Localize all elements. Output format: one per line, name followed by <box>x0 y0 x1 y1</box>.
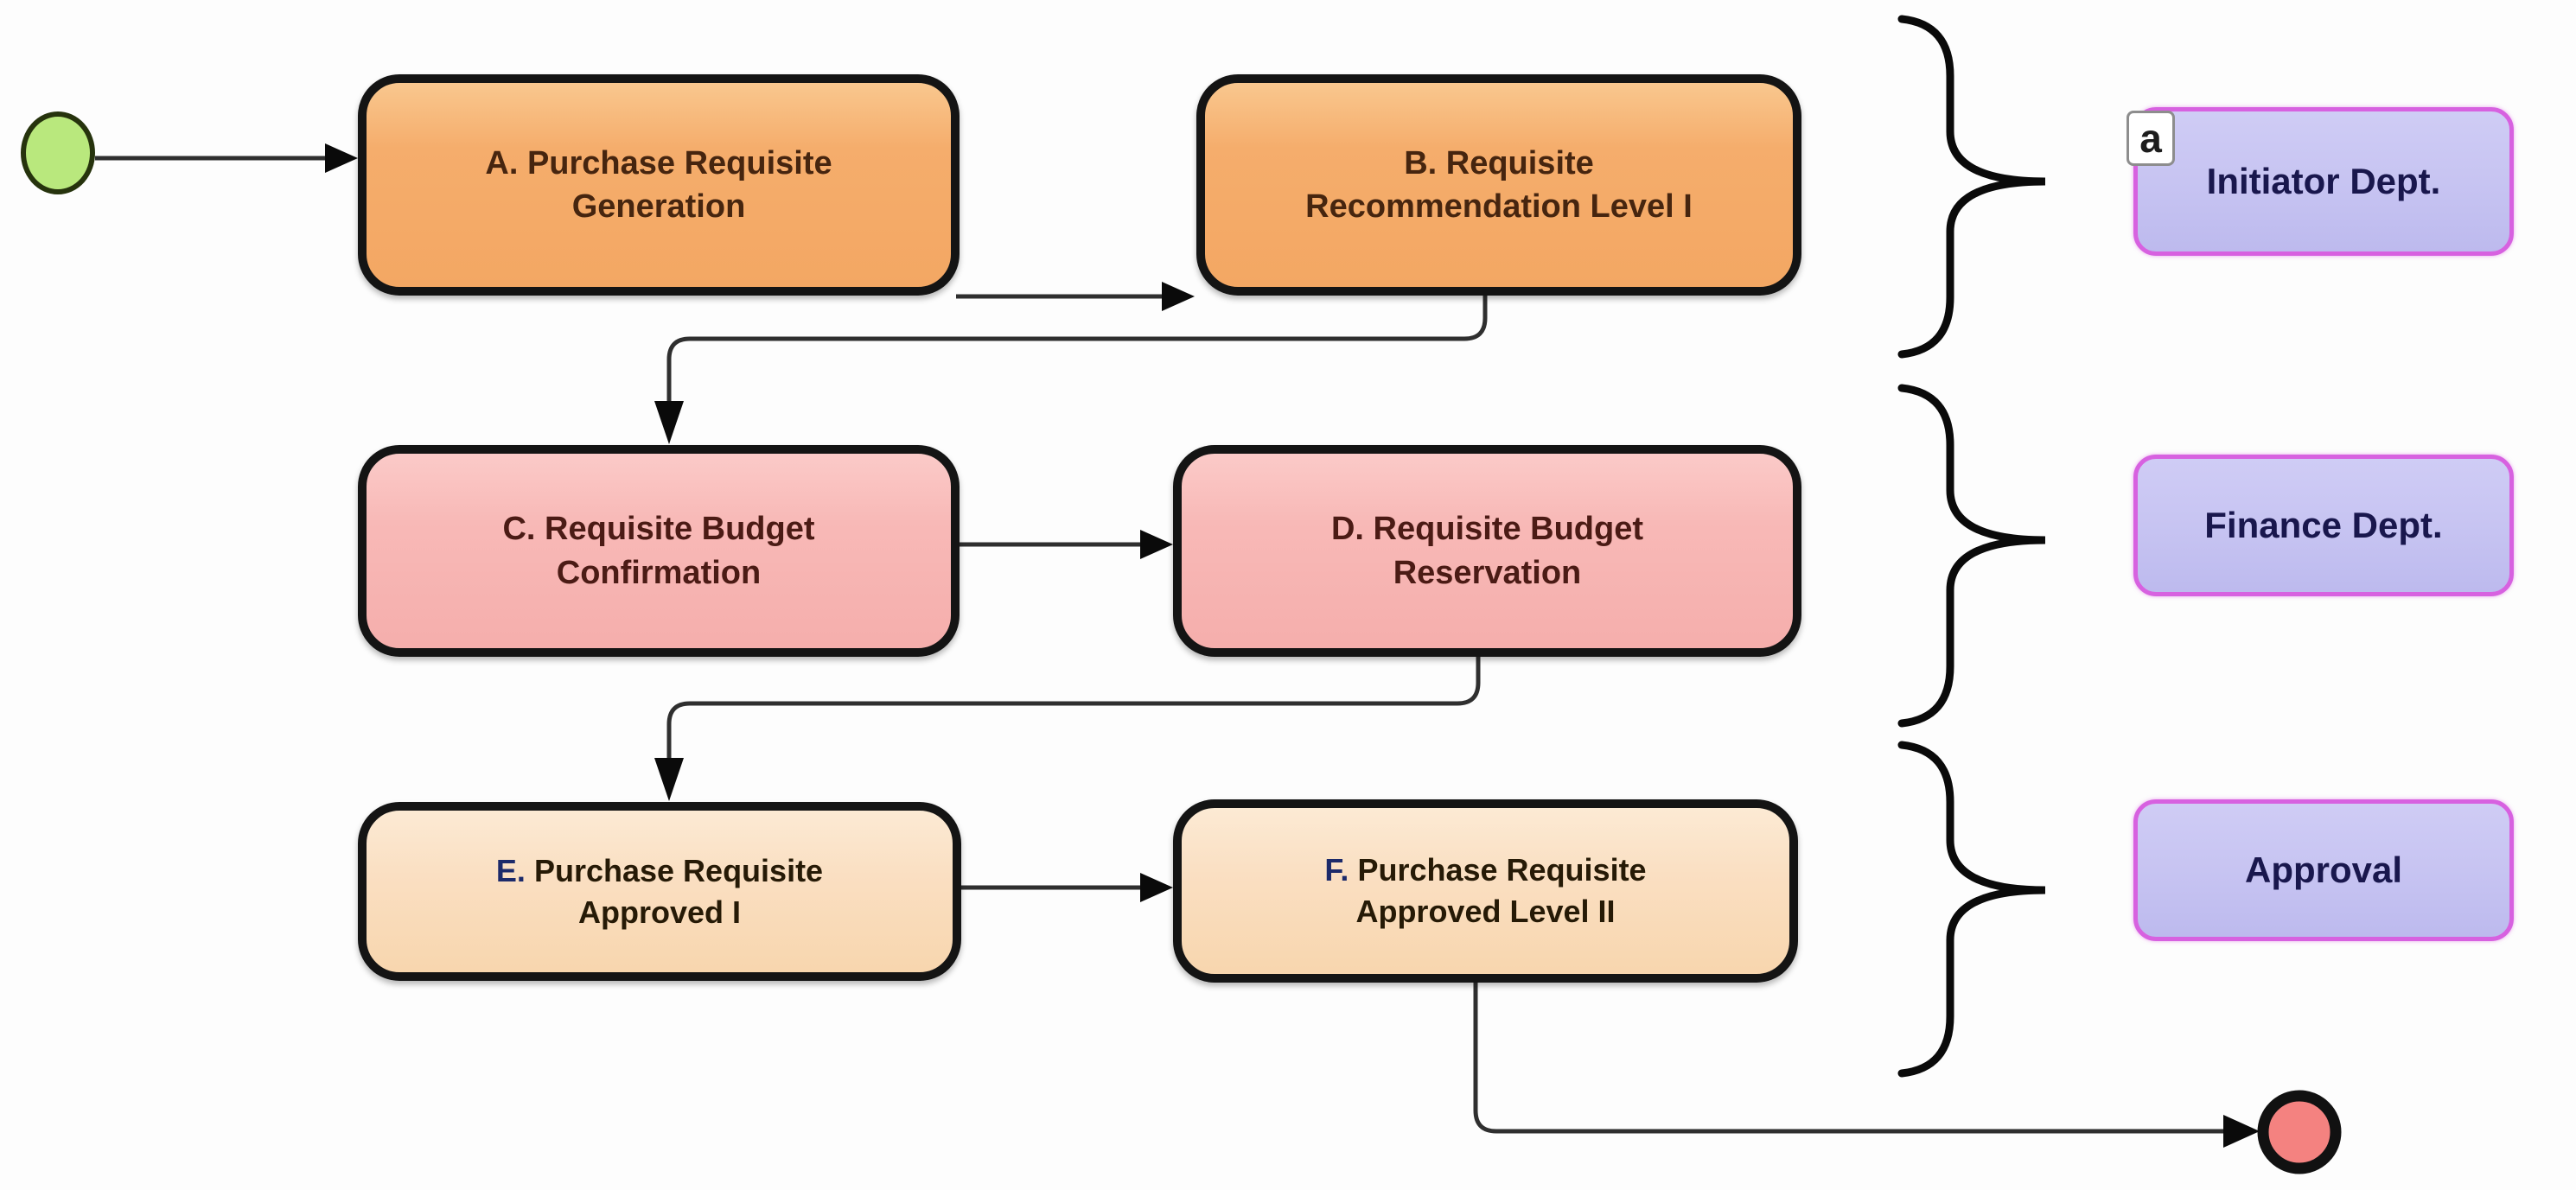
activity-a-line1: A. Purchase Requisite <box>485 144 832 181</box>
activity-box-b: B. Requisite Recommendation Level I <box>1196 74 1801 296</box>
arrowhead-start-a <box>325 143 358 173</box>
activity-box-c: C. Requisite Budget Confirmation <box>358 445 960 657</box>
arrowhead-e-f <box>1140 873 1173 902</box>
brace-approval-group <box>1897 741 2046 1078</box>
activity-box-a: A. Purchase Requisite Generation <box>358 74 960 296</box>
activity-a-line2: Generation <box>571 188 746 225</box>
activity-box-d: D. Requisite Budget Reservation <box>1173 445 1801 657</box>
brace-initiator-group <box>1897 15 2046 359</box>
group-label-approval: Approval <box>2133 799 2514 941</box>
flow-line-d-e <box>666 646 1481 760</box>
activity-f-line2: Approved Level II <box>1355 894 1616 929</box>
arrowhead-f-end <box>2223 1115 2260 1148</box>
activity-e-line2: Approved I <box>577 894 741 930</box>
lane-badge-a: a <box>2126 111 2175 166</box>
arrowhead-d-e <box>654 758 684 801</box>
activity-box-e: E. Purchase Requisite Approved I <box>358 802 961 981</box>
activity-b-line1: B. Requisite <box>1404 144 1594 181</box>
group-label-text: Finance Dept. <box>2204 505 2443 545</box>
activity-b-line2: Recommendation Level I <box>1305 188 1693 225</box>
activity-e-line1: E. Purchase Requisite <box>495 852 824 888</box>
arrowhead-a-b <box>1162 282 1195 311</box>
arrowhead-c-d <box>1140 530 1173 559</box>
group-label-text: Approval <box>2244 850 2403 890</box>
group-label-text: Initiator Dept. <box>2206 161 2441 201</box>
activity-d-line1: D. Requisite Budget <box>1330 511 1644 548</box>
activity-box-f: F. Purchase Requisite Approved Level II <box>1173 799 1798 983</box>
flow-line-f-end <box>1473 972 2227 1134</box>
arrowhead-b-c <box>654 401 684 444</box>
flow-line-b-c <box>666 285 1488 403</box>
start-event-circle <box>21 111 95 194</box>
group-label-finance-dept: Finance Dept. <box>2133 455 2514 596</box>
end-event-circle <box>2257 1090 2342 1174</box>
activity-c-line1: C. Requisite Budget <box>502 511 815 548</box>
activity-d-line2: Reservation <box>1393 554 1582 591</box>
brace-finance-group <box>1897 384 2046 728</box>
group-label-initiator-dept: Initiator Dept. <box>2133 107 2514 256</box>
activity-c-line2: Confirmation <box>556 554 762 591</box>
activity-f-line1: F. Purchase Requisite <box>1324 852 1647 888</box>
